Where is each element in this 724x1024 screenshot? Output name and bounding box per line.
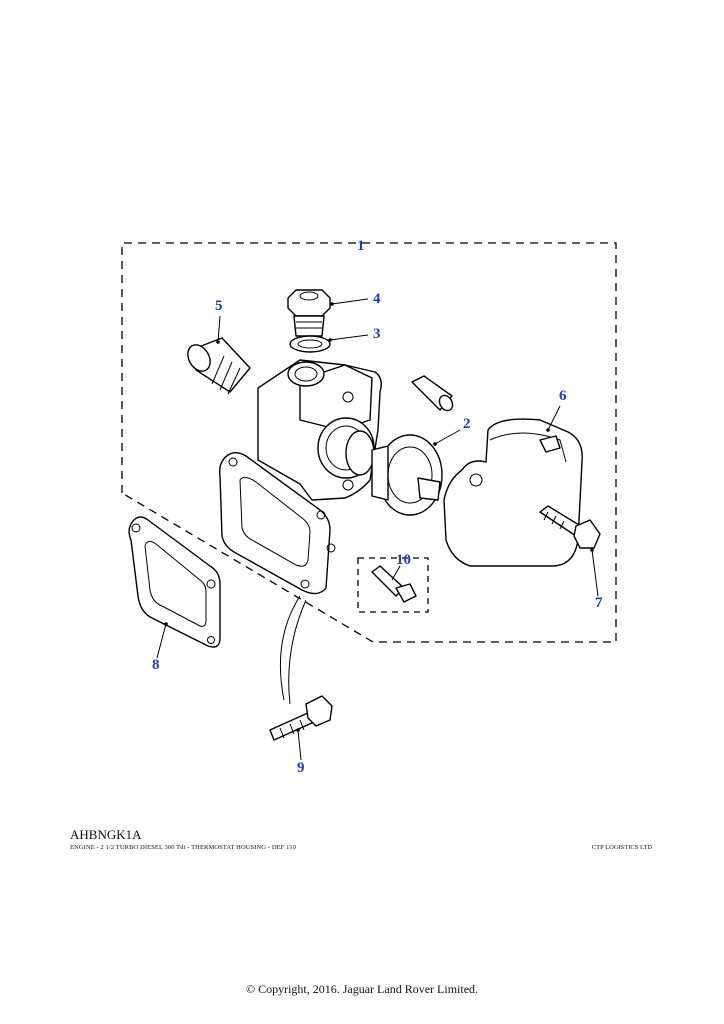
callout-5[interactable]: 5	[215, 298, 223, 314]
bolt-9-leader-b	[288, 599, 307, 705]
callout-9[interactable]: 9	[297, 760, 305, 776]
outlet-elbow-part	[443, 418, 583, 567]
gasket-part	[128, 516, 221, 648]
callout-7[interactable]: 7	[595, 595, 603, 611]
copyright-notice: © Copyright, 2016. Jaguar Land Rover Lim…	[245, 982, 479, 996]
elbow-bolt-part	[539, 505, 601, 549]
leader-6	[547, 405, 561, 431]
bolt-9-leader-a	[279, 595, 301, 701]
sleeve-part	[411, 375, 454, 412]
leader-5	[217, 315, 221, 343]
hose-connector-part	[187, 337, 251, 395]
washer-part	[289, 335, 331, 353]
leader-7	[591, 549, 599, 597]
callout-1[interactable]: 1	[357, 238, 365, 254]
callout-10[interactable]: 10	[396, 552, 411, 568]
leader-3	[329, 334, 369, 341]
thermostat-housing-part	[257, 359, 382, 501]
callout-6[interactable]: 6	[559, 388, 567, 404]
vendor-name: CTP LOGISTICS LTD	[591, 844, 652, 851]
assembly-boundary	[121, 242, 617, 643]
callout-2[interactable]: 2	[463, 416, 471, 432]
callout-4[interactable]: 4	[373, 291, 381, 307]
flange-bolt-part	[269, 695, 333, 741]
sensor-part	[371, 565, 417, 603]
leader-10	[391, 565, 401, 581]
callout-3[interactable]: 3	[373, 326, 381, 342]
drawing-code: AHBNGK1A	[70, 827, 142, 842]
leader-9	[297, 729, 302, 761]
drawing-caption: ENGINE - 2 1/2 TURBO DIESEL 300 Tdi - TH…	[70, 844, 296, 851]
housing-flange-part	[218, 452, 336, 595]
plug-part	[287, 289, 331, 337]
kit-boundary-10	[357, 557, 429, 613]
leader-4	[331, 298, 369, 305]
thermostat-part	[345, 430, 443, 516]
callout-8[interactable]: 8	[152, 657, 160, 673]
leader-2	[434, 429, 461, 445]
leader-8	[156, 623, 167, 659]
